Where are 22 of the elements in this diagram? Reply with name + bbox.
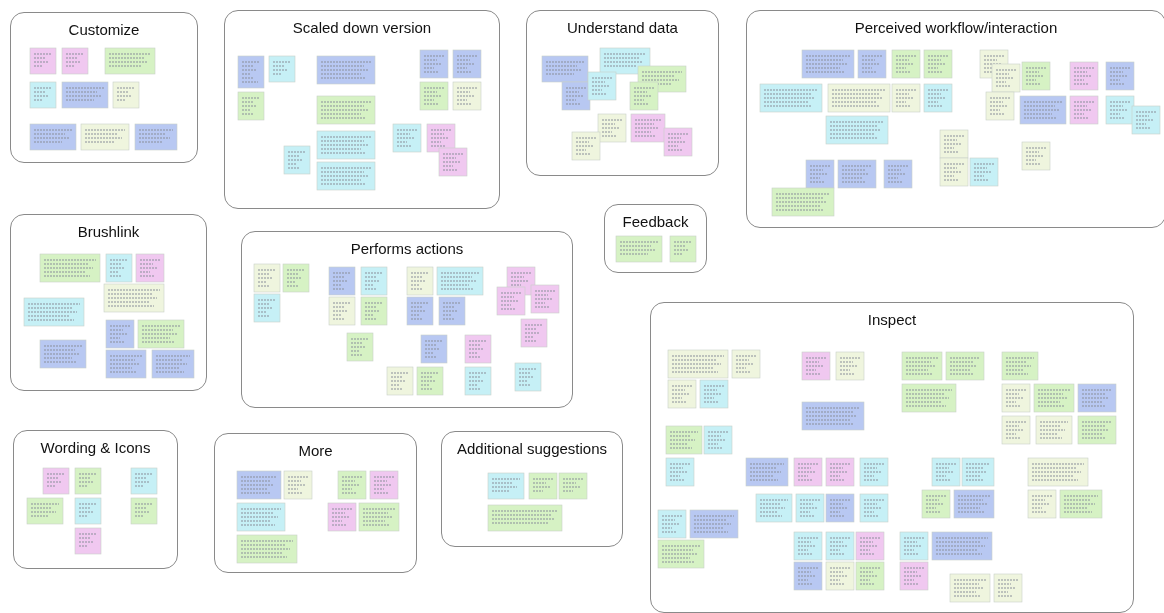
group-panel bbox=[224, 10, 500, 209]
group-panel bbox=[13, 430, 178, 569]
group-title: Feedback bbox=[622, 213, 689, 230]
group-panel bbox=[10, 12, 198, 163]
group-title: Perceived workflow/interaction bbox=[854, 19, 1058, 36]
group-panel bbox=[214, 433, 417, 573]
group-title: Scaled down version bbox=[292, 19, 432, 36]
group-panel bbox=[650, 302, 1134, 613]
group-panel bbox=[604, 204, 707, 273]
group-panel bbox=[10, 214, 207, 391]
group-title: Customize bbox=[68, 21, 140, 38]
group-panel bbox=[746, 10, 1164, 228]
group-panel bbox=[441, 431, 623, 547]
group-panel bbox=[241, 231, 573, 408]
group-title: Brushlink bbox=[77, 223, 140, 240]
group-title: Understand data bbox=[567, 19, 678, 36]
group-title: Performs actions bbox=[350, 240, 464, 257]
group-title: Inspect bbox=[867, 311, 917, 328]
group-title: More bbox=[298, 442, 333, 459]
group-panel bbox=[526, 10, 719, 176]
group-title: Wording & Icons bbox=[40, 439, 151, 456]
group-title: Additional suggestions bbox=[456, 440, 608, 457]
